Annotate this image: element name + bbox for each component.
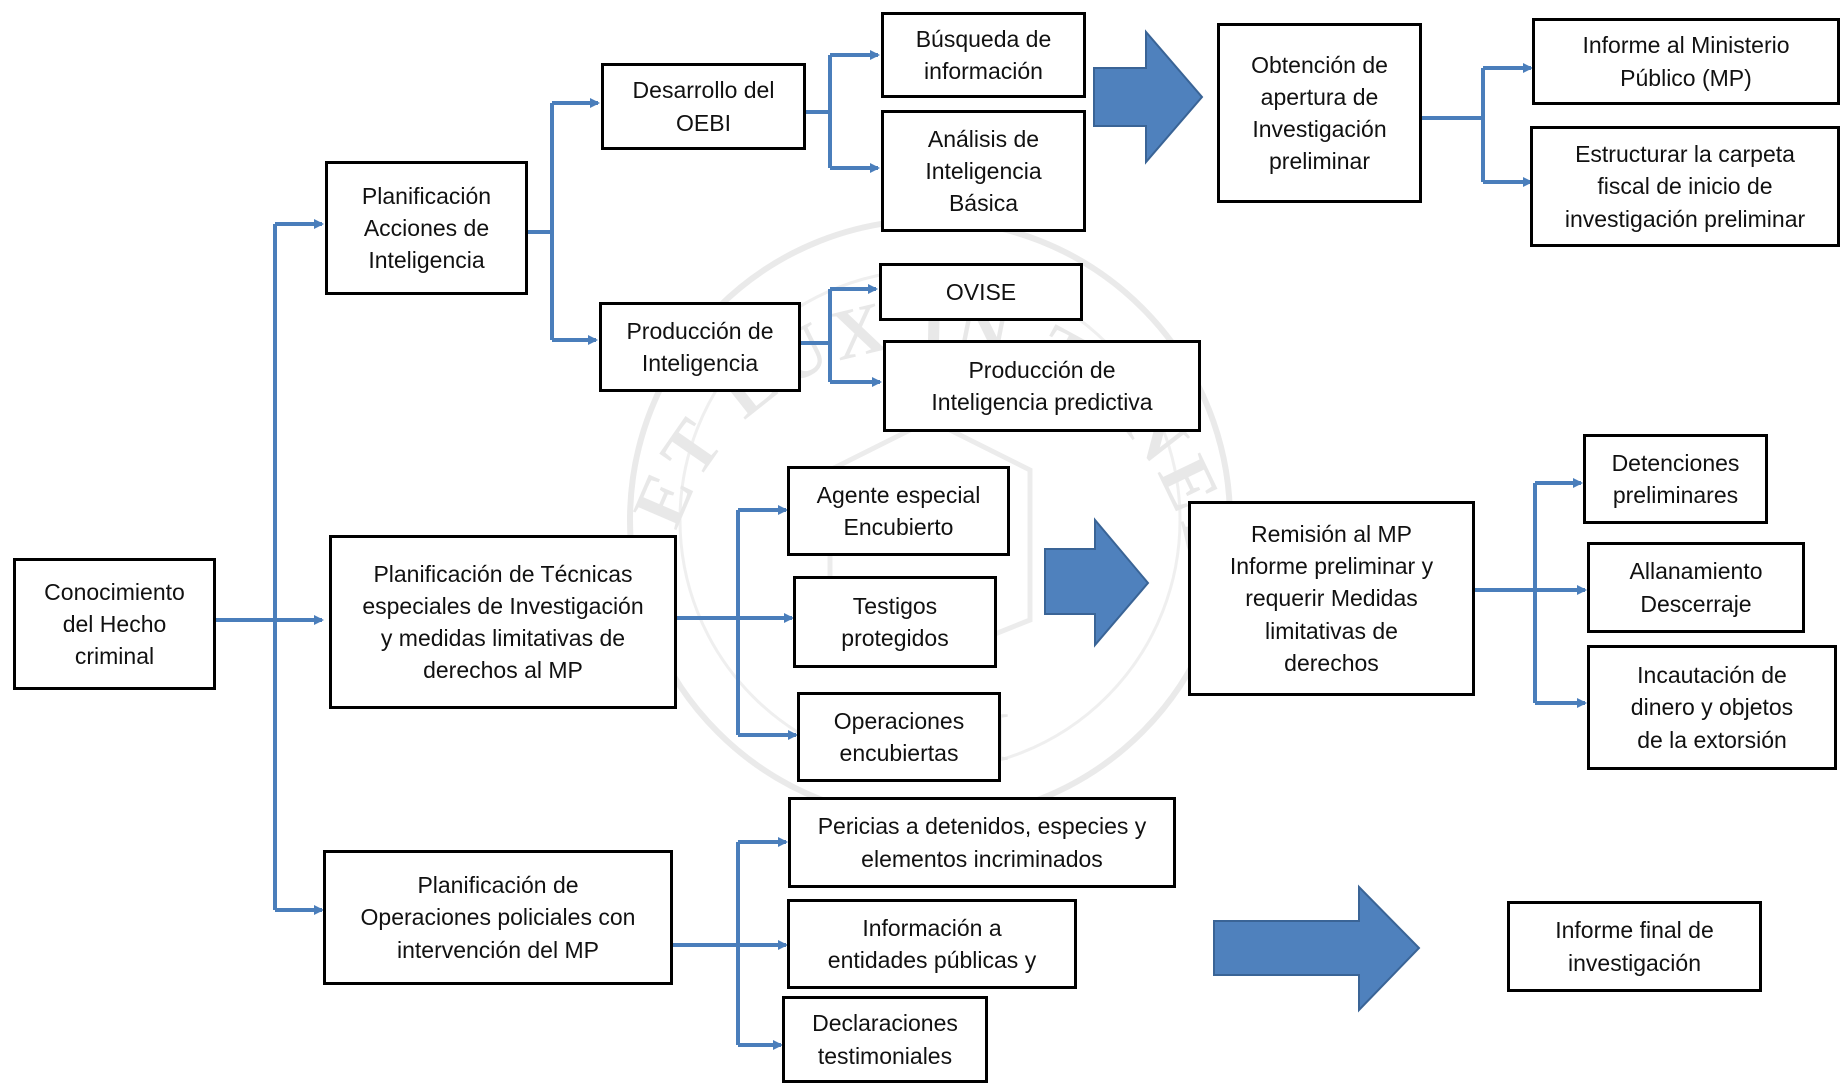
node-plan-acciones-label: Planificación Acciones de Inteligencia (361, 182, 492, 274)
node-informacion-label: Información a entidades públicas y (827, 914, 1037, 973)
node-obtencion-label: Obtención de apertura de Investigación p… (1251, 51, 1388, 175)
node-informacion: Información a entidades públicas y (787, 899, 1077, 989)
node-plan-acciones: Planificación Acciones de Inteligencia (325, 161, 528, 295)
node-estructurar-label: Estructurar la carpeta fiscal de inicio … (1564, 141, 1806, 232)
node-desarrollo-oebi-label: Desarrollo del OEBI (632, 77, 775, 136)
node-estructurar: Estructurar la carpeta fiscal de inicio … (1530, 126, 1840, 247)
block-arrow-top (1093, 29, 1204, 165)
node-ovise-label: OVISE (945, 278, 1017, 305)
node-plan-operaciones-label: Planificación de Operaciones policiales … (360, 872, 636, 963)
node-busqueda: Búsqueda de información (881, 12, 1086, 98)
node-desarrollo-oebi: Desarrollo del OEBI (601, 63, 806, 150)
node-pericias: Pericias a detenidos, especies y element… (788, 797, 1176, 888)
node-incautacion: Incautación de dinero y objetos de la ex… (1587, 645, 1837, 770)
node-informe-final-label: Informe final de investigación (1555, 917, 1714, 976)
node-pericias-label: Pericias a detenidos, especies y element… (817, 813, 1147, 872)
node-plan-tecnicas-label: Planificación de Técnicas especiales de … (362, 560, 644, 684)
node-informe-final: Informe final de investigación (1507, 901, 1762, 992)
node-remision: Remisión al MP Informe preliminar y requ… (1188, 501, 1475, 696)
node-allanamiento: Allanamiento Descerraje (1587, 542, 1805, 633)
node-testigos: Testigos protegidos (793, 576, 997, 668)
node-plan-operaciones: Planificación de Operaciones policiales … (323, 850, 673, 985)
node-incautacion-label: Incautación de dinero y objetos de la ex… (1630, 662, 1794, 753)
node-detenciones: Detenciones preliminares (1583, 434, 1768, 524)
node-obtencion: Obtención de apertura de Investigación p… (1217, 23, 1422, 203)
node-informe-mp: Informe al Ministerio Público (MP) (1532, 18, 1840, 105)
node-prod-predictiva: Producción de Inteligencia predictiva (883, 340, 1201, 432)
node-root-label: Conocimiento del Hecho criminal (44, 578, 185, 670)
block-arrow-bottom (1213, 884, 1421, 1013)
node-operaciones: Operaciones encubiertas (797, 692, 1001, 782)
node-declaraciones-label: Declaraciones testimoniales (812, 1010, 958, 1069)
node-detenciones-label: Detenciones preliminares (1611, 449, 1740, 508)
node-analisis: Análisis de Inteligencia Básica (881, 110, 1086, 232)
block-arrow-middle (1044, 517, 1150, 648)
node-analisis-label: Análisis de Inteligencia Básica (925, 125, 1042, 217)
node-agente-label: Agente especial Encubierto (816, 481, 981, 540)
node-remision-label: Remisión al MP Informe preliminar y requ… (1229, 521, 1434, 676)
node-prod-predictiva-label: Producción de Inteligencia predictiva (931, 356, 1153, 415)
node-operaciones-label: Operaciones encubiertas (833, 707, 965, 766)
node-testigos-label: Testigos protegidos (841, 592, 949, 651)
node-declaraciones: Declaraciones testimoniales (782, 996, 988, 1083)
node-allanamiento-label: Allanamiento Descerraje (1629, 558, 1763, 617)
node-plan-tecnicas: Planificación de Técnicas especiales de … (329, 535, 677, 709)
node-root: Conocimiento del Hecho criminal (13, 558, 216, 690)
node-produccion: Producción de Inteligencia (599, 302, 801, 392)
node-produccion-label: Producción de Inteligencia (626, 317, 774, 376)
node-informe-mp-label: Informe al Ministerio Público (MP) (1582, 32, 1790, 91)
node-busqueda-label: Búsqueda de información (915, 25, 1052, 84)
node-agente: Agente especial Encubierto (787, 466, 1010, 556)
node-ovise: OVISE (879, 263, 1083, 321)
